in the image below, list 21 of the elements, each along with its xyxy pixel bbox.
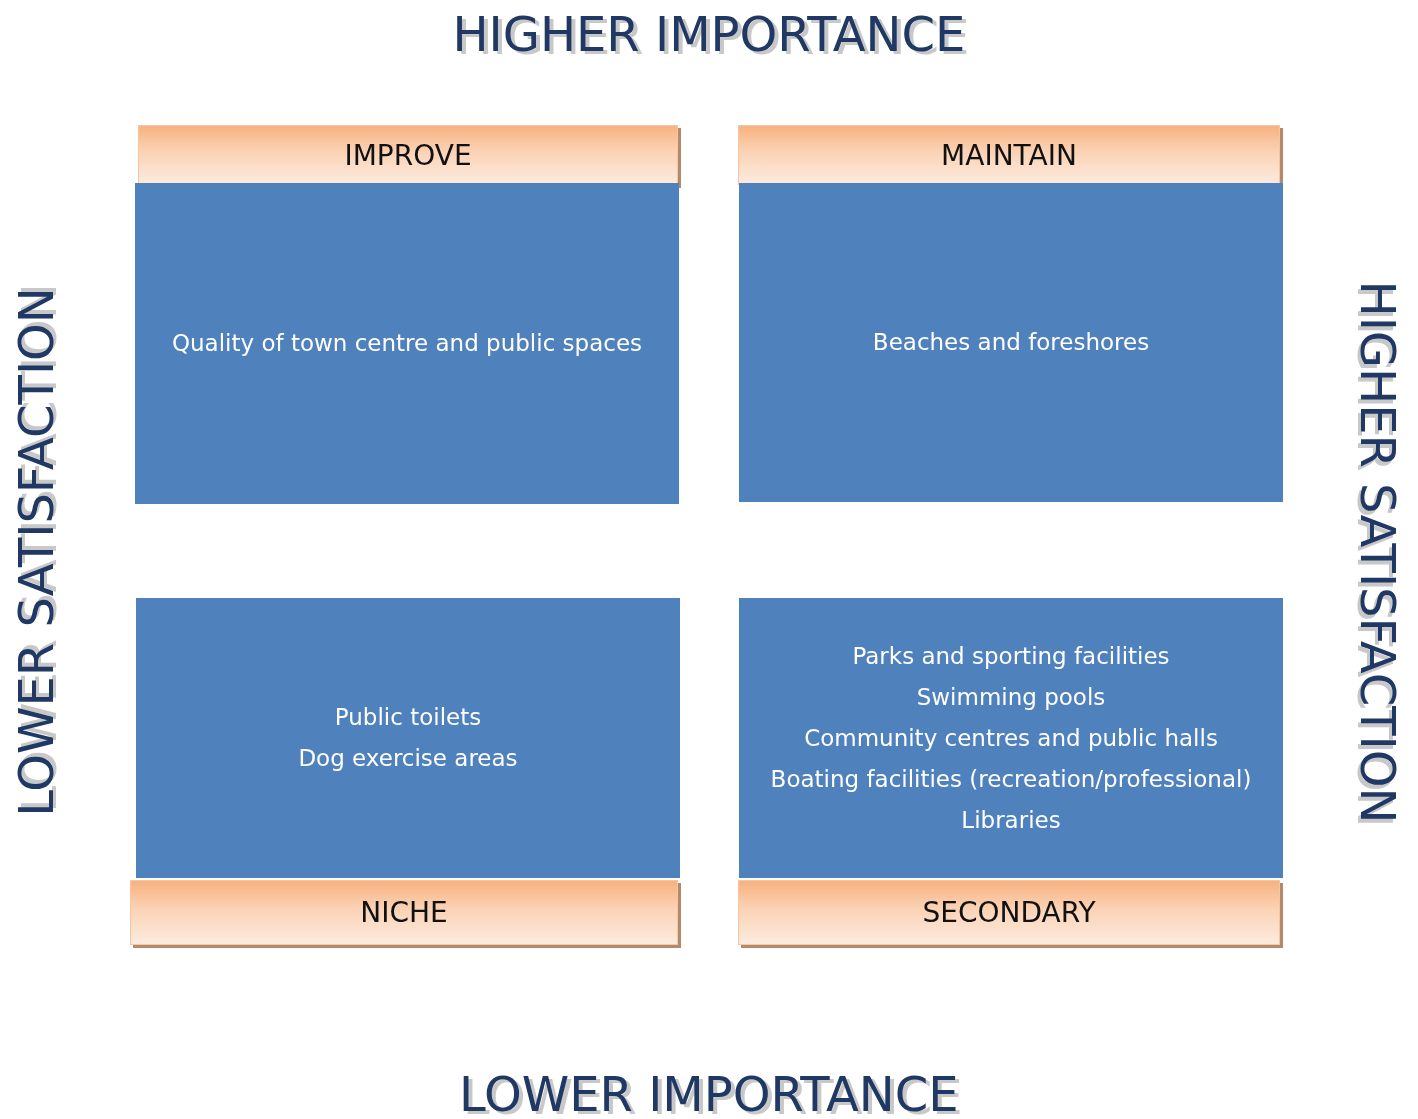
quadrant-header: SECONDARY bbox=[738, 880, 1280, 945]
item-text: Libraries bbox=[961, 805, 1061, 835]
quadrant-header: IMPROVE bbox=[138, 125, 678, 185]
item-text: Beaches and foreshores bbox=[872, 328, 1150, 357]
quadrant-panel bbox=[135, 183, 679, 504]
quadrant-header: MAINTAIN bbox=[738, 125, 1280, 185]
item-text: Community centres and public halls bbox=[804, 723, 1218, 753]
axis-title: LOWER IMPORTANCE bbox=[459, 1066, 959, 1119]
item-text: Boating facilities (recreation/professional) bbox=[770, 764, 1252, 794]
item-text: Quality of town centre and public spaces bbox=[171, 329, 643, 358]
quadrant-header: NICHE bbox=[130, 880, 678, 945]
axis-title: LOWER SATISFACTION bbox=[7, 287, 64, 817]
axis-title: HIGHER IMPORTANCE bbox=[452, 6, 966, 62]
item-text: Parks and sporting facilities bbox=[852, 641, 1170, 671]
item-text: Public toilets bbox=[334, 703, 482, 732]
axis-title: HIGHER SATISFACTION bbox=[1349, 280, 1406, 824]
quadrant-panel bbox=[136, 598, 680, 878]
quadrant-panel bbox=[739, 598, 1283, 878]
item-text: Dog exercise areas bbox=[298, 744, 518, 773]
quadrant-panel bbox=[739, 183, 1283, 502]
item-text: Swimming pools bbox=[916, 682, 1106, 712]
